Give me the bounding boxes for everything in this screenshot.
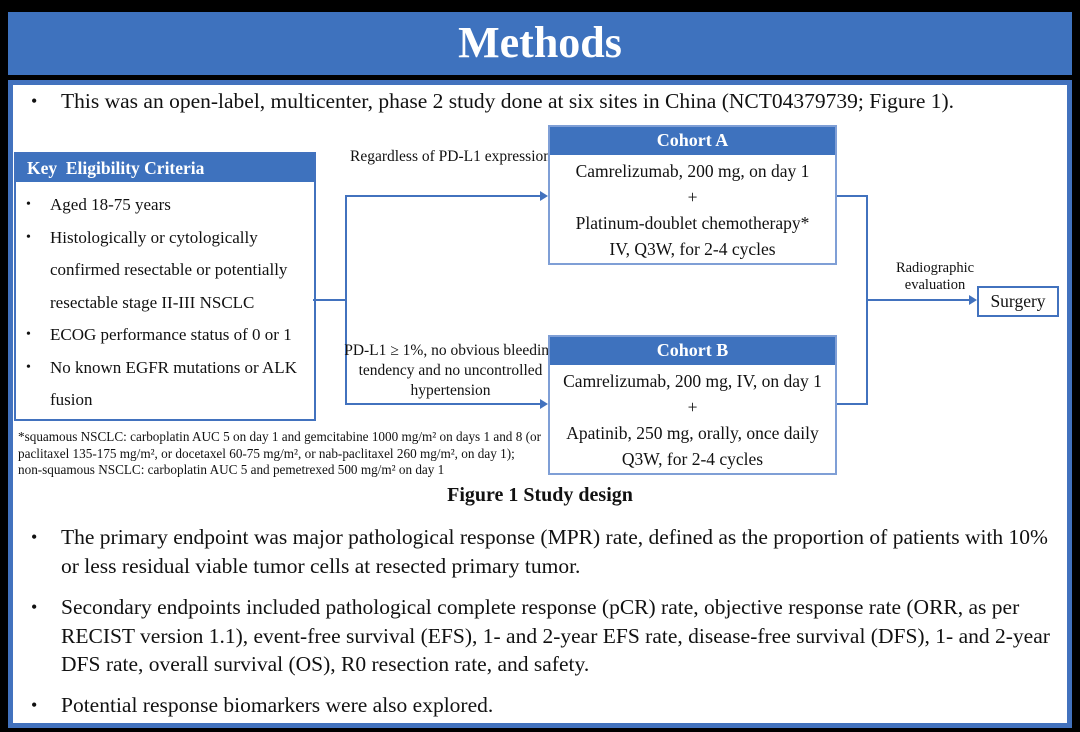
cohort-a-line: + [687, 187, 698, 207]
eligibility-list: • Aged 18-75 years • Histologically or c… [16, 182, 314, 417]
connector-line [345, 195, 541, 197]
bullet-icon: • [31, 695, 38, 715]
connector-line [345, 195, 347, 405]
cohort-b-line: + [687, 397, 698, 417]
cohort-a-line: IV, Q3W, for 2-4 cycles [609, 239, 776, 259]
eligibility-item: • Aged 18-75 years [26, 189, 310, 222]
radiographic-evaluation-label: Radiographic evaluation [895, 260, 975, 293]
arrowhead-right-icon [540, 399, 548, 409]
eligibility-item-text: Histologically or cytologically confirme… [50, 227, 288, 312]
bullet-icon: • [26, 359, 31, 375]
eligibility-item: • No known EGFR mutations or ALK fusion [26, 352, 310, 417]
cohort-b-line: Apatinib, 250 mg, orally, once daily [566, 423, 819, 443]
biomarkers-bullet: • Potential response biomarkers were als… [21, 691, 1051, 720]
cohort-a-box: Cohort A Camrelizumab, 200 mg, on day 1 … [548, 125, 837, 265]
connector-line [836, 403, 868, 405]
arrowhead-right-icon [969, 295, 977, 305]
cohort-b-box: Cohort B Camrelizumab, 200 mg, IV, on da… [548, 335, 837, 475]
intro-bullet: • This was an open-label, multicenter, p… [21, 87, 1057, 116]
page-title: Methods [8, 12, 1072, 75]
cohort-a-header: Cohort A [550, 127, 835, 155]
cohort-b-header: Cohort B [550, 337, 835, 365]
cohort-b-line: Q3W, for 2-4 cycles [621, 449, 764, 469]
connector-line [836, 195, 868, 197]
eligibility-item-text: Aged 18-75 years [50, 195, 171, 214]
figure-footnote: *squamous NSCLC: carboplatin AUC 5 on da… [18, 429, 541, 477]
bullet-icon: • [26, 197, 31, 212]
surgery-box: Surgery [977, 286, 1059, 317]
figure-caption: Figure 1 Study design [447, 484, 633, 506]
arrowhead-right-icon [540, 191, 548, 201]
eligibility-item-text: ECOG performance status of 0 or 1 [50, 325, 292, 344]
bullet-icon: • [31, 91, 38, 111]
connector-line [313, 299, 346, 301]
bullet-text: Potential response biomarkers were also … [61, 693, 494, 717]
bullet-icon: • [26, 229, 31, 245]
cohort-b-body: Camrelizumab, 200 mg, IV, on day 1 + Apa… [550, 365, 835, 472]
cohort-b-line: Camrelizumab, 200 mg, IV, on day 1 [563, 371, 822, 391]
cohort-a-line: Platinum-doublet chemotherapy* [575, 213, 810, 233]
eligibility-box: Key Eligibility Criteria • Aged 18-75 ye… [14, 152, 316, 421]
bullet-icon: • [26, 327, 31, 342]
endpoint-primary-bullet: • The primary endpoint was major patholo… [21, 523, 1051, 580]
connector-line [345, 403, 541, 405]
bullet-text: The primary endpoint was major pathologi… [61, 525, 1048, 578]
endpoint-secondary-bullet: • Secondary endpoints included pathologi… [21, 593, 1051, 679]
bullet-icon: • [31, 527, 38, 547]
branch-label-top: Regardless of PD-L1 expression [349, 148, 552, 165]
eligibility-item: • Histologically or cytologically confir… [26, 222, 310, 320]
bullet-icon: • [31, 597, 38, 617]
eligibility-item-text: No known EGFR mutations or ALK fusion [50, 357, 297, 410]
bullet-text: Secondary endpoints included pathologica… [61, 595, 1050, 676]
connector-line [866, 299, 970, 301]
cohort-a-body: Camrelizumab, 200 mg, on day 1 + Platinu… [550, 155, 835, 262]
eligibility-item: • ECOG performance status of 0 or 1 [26, 319, 310, 352]
intro-bullet-text: This was an open-label, multicenter, pha… [61, 89, 955, 113]
branch-label-bottom: PD-L1 ≥ 1%, no obvious bleeding tendency… [344, 342, 557, 399]
cohort-a-line: Camrelizumab, 200 mg, on day 1 [575, 161, 810, 181]
slide-body: • This was an open-label, multicenter, p… [8, 80, 1072, 728]
eligibility-header: Key Eligibility Criteria [16, 154, 314, 182]
